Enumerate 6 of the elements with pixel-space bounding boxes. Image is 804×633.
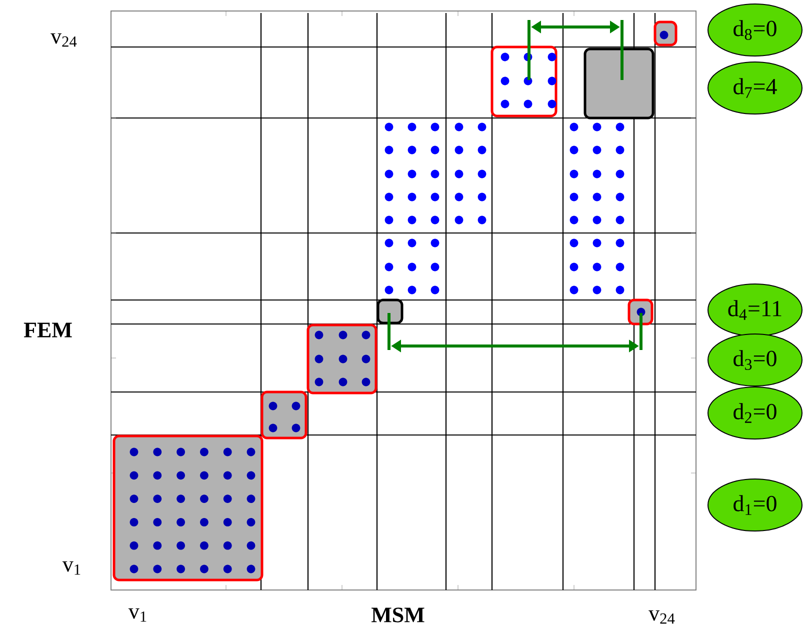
axis-title: MSM (372, 608, 424, 622)
axis-label: v$_{1}$ (128, 608, 146, 622)
axis-label: v$_{24}$ (50, 33, 77, 47)
axis-label: v$_{24}$ (648, 610, 675, 624)
axis-title: FEM (24, 322, 72, 338)
axis-label: v$_{1}$ (62, 561, 80, 575)
